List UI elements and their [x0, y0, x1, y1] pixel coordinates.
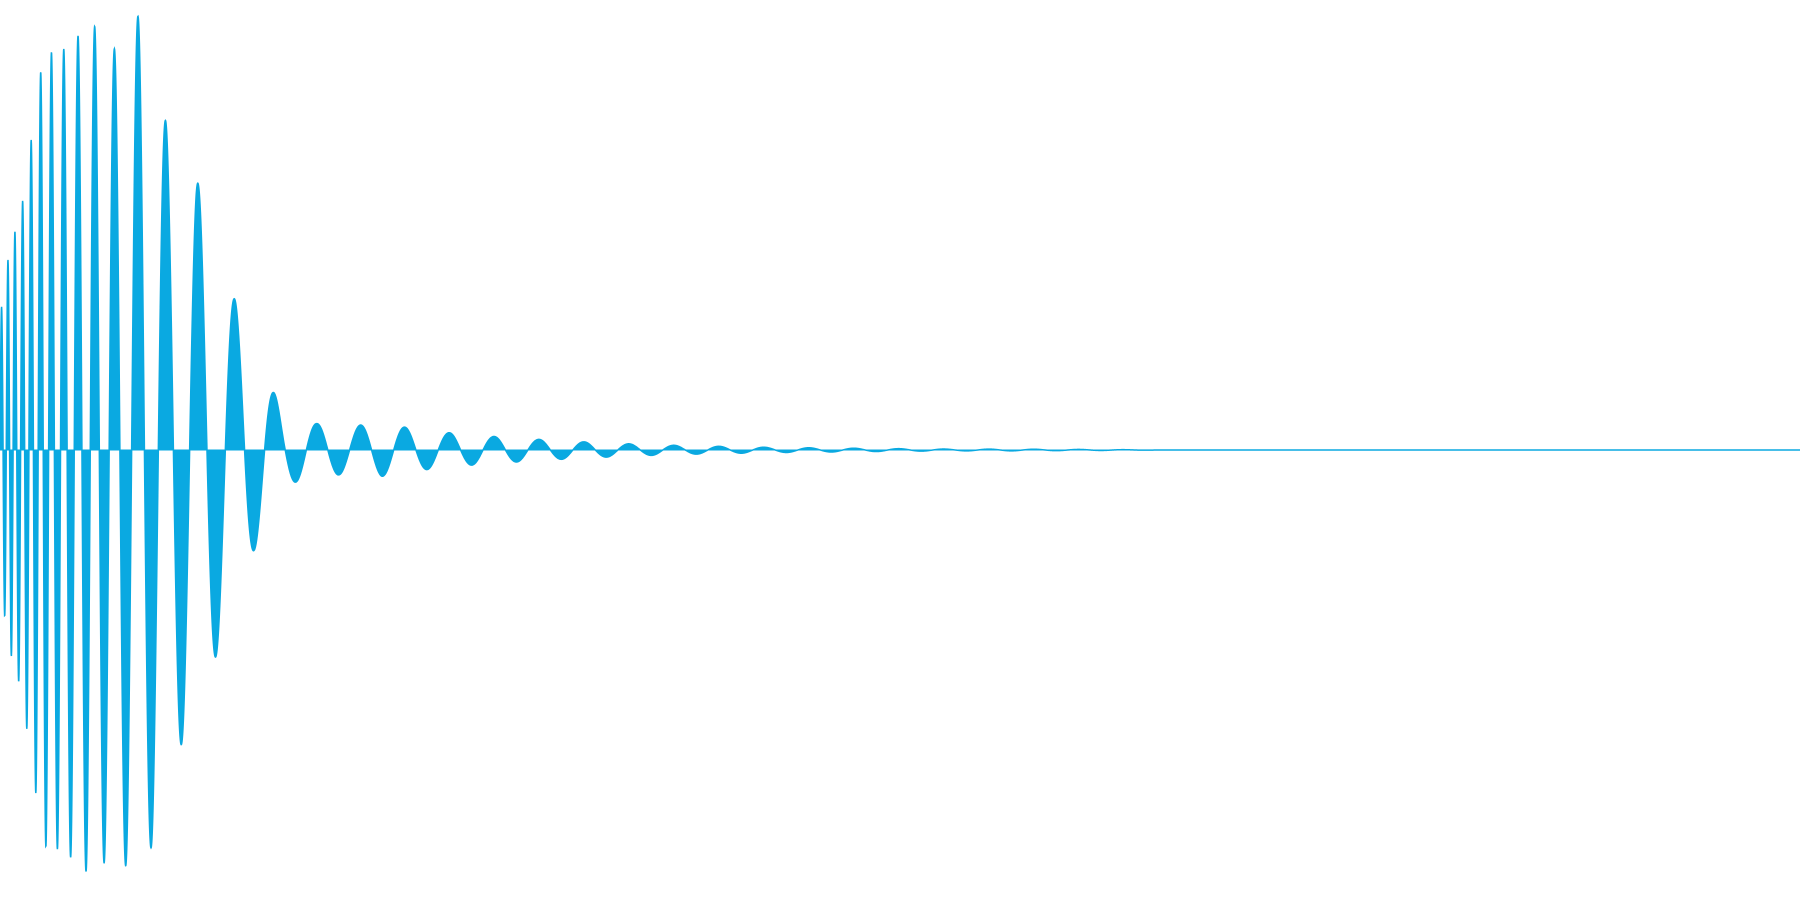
waveform-fill	[0, 16, 1800, 872]
waveform-series	[0, 14, 1800, 872]
